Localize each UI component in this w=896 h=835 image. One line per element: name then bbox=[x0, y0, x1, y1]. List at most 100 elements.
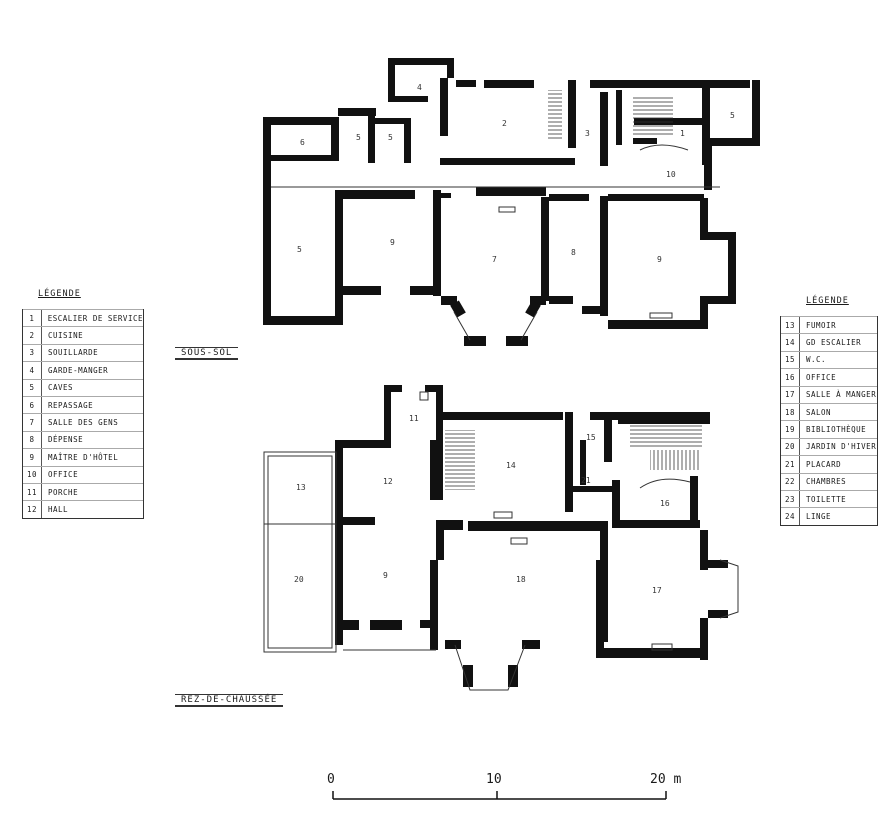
room-number: 1 bbox=[680, 129, 685, 138]
legend-number: 7 bbox=[23, 414, 42, 431]
room-number: 5 bbox=[297, 245, 302, 254]
room-number: 10 bbox=[666, 170, 676, 179]
legend-label: HALL bbox=[48, 504, 69, 514]
legend-row: 12 HALL bbox=[23, 500, 143, 518]
legend-row: 11 PORCHE bbox=[23, 482, 143, 501]
legend-label: MAÎTRE D'HÔTEL bbox=[48, 452, 119, 462]
legend-number: 6 bbox=[23, 396, 42, 414]
legend-number: 5 bbox=[23, 379, 42, 396]
room-number: 12 bbox=[383, 477, 393, 486]
legend-number: 11 bbox=[23, 483, 42, 501]
legend-number: 3 bbox=[23, 344, 42, 362]
room-number: 5 bbox=[730, 111, 735, 120]
ground-room-numbers: 11 14 15 16 13 12 21 9 18 17 20 bbox=[294, 414, 670, 595]
room-number: 5 bbox=[388, 133, 393, 142]
room-number: 16 bbox=[660, 499, 670, 508]
legend-label: PORCHE bbox=[48, 487, 79, 497]
legend-number: 14 bbox=[781, 334, 800, 351]
legend-number: 20 bbox=[781, 438, 800, 456]
legend-label: SALLE DES GENS bbox=[48, 418, 119, 428]
room-number: 21 bbox=[581, 476, 591, 485]
scale-label-10: 10 bbox=[486, 772, 502, 787]
legend-number: 13 bbox=[781, 317, 800, 334]
legend-left-title: LÉGENDE bbox=[38, 289, 81, 299]
room-number: 11 bbox=[409, 414, 419, 423]
legend-row: 7 SALLE DES GENS bbox=[23, 413, 143, 431]
legend-row: 21 PLACARD bbox=[781, 455, 877, 473]
legend-number: 22 bbox=[781, 473, 800, 490]
legend-label: TOILETTE bbox=[806, 494, 847, 504]
ground-floor-plan bbox=[335, 385, 728, 687]
legend-label: OFFICE bbox=[48, 470, 79, 480]
legend-label: LINGE bbox=[806, 511, 832, 521]
room-number: 7 bbox=[492, 255, 497, 264]
room-number: 14 bbox=[506, 461, 516, 470]
legend-number: 18 bbox=[781, 403, 800, 421]
legend-left: 1 ESCALIER DE SERVICE 2 CUISINE 3 SOUILLARDE 4… bbox=[22, 309, 144, 519]
scale-label-20: 20 m bbox=[650, 772, 682, 787]
legend-row: 8 DÉPENSE bbox=[23, 430, 143, 449]
legend-label: W.C. bbox=[806, 355, 827, 365]
legend-label: SOUILLARDE bbox=[48, 348, 99, 358]
legend-label: REPASSAGE bbox=[48, 400, 94, 410]
legend-row: 19 BIBLIOTHÈQUE bbox=[781, 420, 877, 438]
legend-label: ESCALIER DE SERVICE bbox=[47, 313, 143, 323]
legend-row: 5 CAVES bbox=[23, 378, 143, 396]
room-number: 9 bbox=[390, 238, 395, 247]
legend-number: 8 bbox=[23, 431, 42, 449]
room-number: 15 bbox=[586, 433, 596, 442]
legend-row: 24 LINGE bbox=[781, 507, 877, 525]
scale-bar bbox=[332, 791, 667, 800]
basement-plan bbox=[263, 58, 760, 346]
legend-row: 1 ESCALIER DE SERVICE bbox=[23, 309, 143, 327]
legend-number: 2 bbox=[23, 327, 42, 344]
room-number: 13 bbox=[296, 483, 306, 492]
legend-number: 24 bbox=[781, 508, 800, 525]
legend-number: 10 bbox=[23, 466, 42, 483]
legend-row: 20 JARDIN D'HIVER bbox=[781, 437, 877, 456]
room-number: 17 bbox=[652, 586, 662, 595]
legend-number: 1 bbox=[23, 310, 42, 327]
basement-title: SOUS-SOL bbox=[175, 347, 239, 360]
legend-label: SALLE À MANGER bbox=[806, 390, 877, 400]
scale-label-0: 0 bbox=[327, 772, 335, 787]
legend-number: 15 bbox=[781, 351, 800, 369]
legend-label: FUMOIR bbox=[806, 320, 837, 330]
room-number: 6 bbox=[300, 138, 305, 147]
legend-row: 4 GARDE-MANGER bbox=[23, 361, 143, 379]
legend-row: 2 CUISINE bbox=[23, 326, 143, 344]
room-number: 2 bbox=[502, 119, 507, 128]
legend-row: 10 OFFICE bbox=[23, 465, 143, 483]
legend-label: CUISINE bbox=[48, 331, 84, 341]
legend-label: DÉPENSE bbox=[48, 435, 84, 445]
room-number: 8 bbox=[571, 248, 576, 257]
room-number: 9 bbox=[383, 571, 388, 580]
legend-right-title: LÉGENDE bbox=[806, 296, 849, 306]
legend-label: BIBLIOTHÈQUE bbox=[806, 425, 867, 435]
legend-label: GARDE-MANGER bbox=[48, 365, 109, 375]
basement-room-numbers: 4 2 3 1 5 6 5 5 5 10 9 7 8 9 bbox=[297, 83, 735, 264]
room-number: 20 bbox=[294, 575, 304, 584]
legend-label: JARDIN D'HIVER bbox=[806, 442, 877, 452]
room-number: 18 bbox=[516, 575, 526, 584]
room-number: 9 bbox=[657, 255, 662, 264]
legend-label: GD ESCALIER bbox=[806, 338, 862, 348]
legend-number: 12 bbox=[23, 501, 42, 518]
legend-number: 19 bbox=[781, 421, 800, 438]
legend-label: PLACARD bbox=[806, 459, 842, 469]
legend-label: CAVES bbox=[48, 383, 74, 393]
legend-row: 14 GD ESCALIER bbox=[781, 333, 877, 351]
legend-row: 15 W.C. bbox=[781, 350, 877, 369]
room-number: 5 bbox=[356, 133, 361, 142]
legend-row: 6 REPASSAGE bbox=[23, 395, 143, 414]
room-number: 3 bbox=[585, 129, 590, 138]
legend-number: 21 bbox=[781, 456, 800, 473]
legend-number: 4 bbox=[23, 362, 42, 379]
